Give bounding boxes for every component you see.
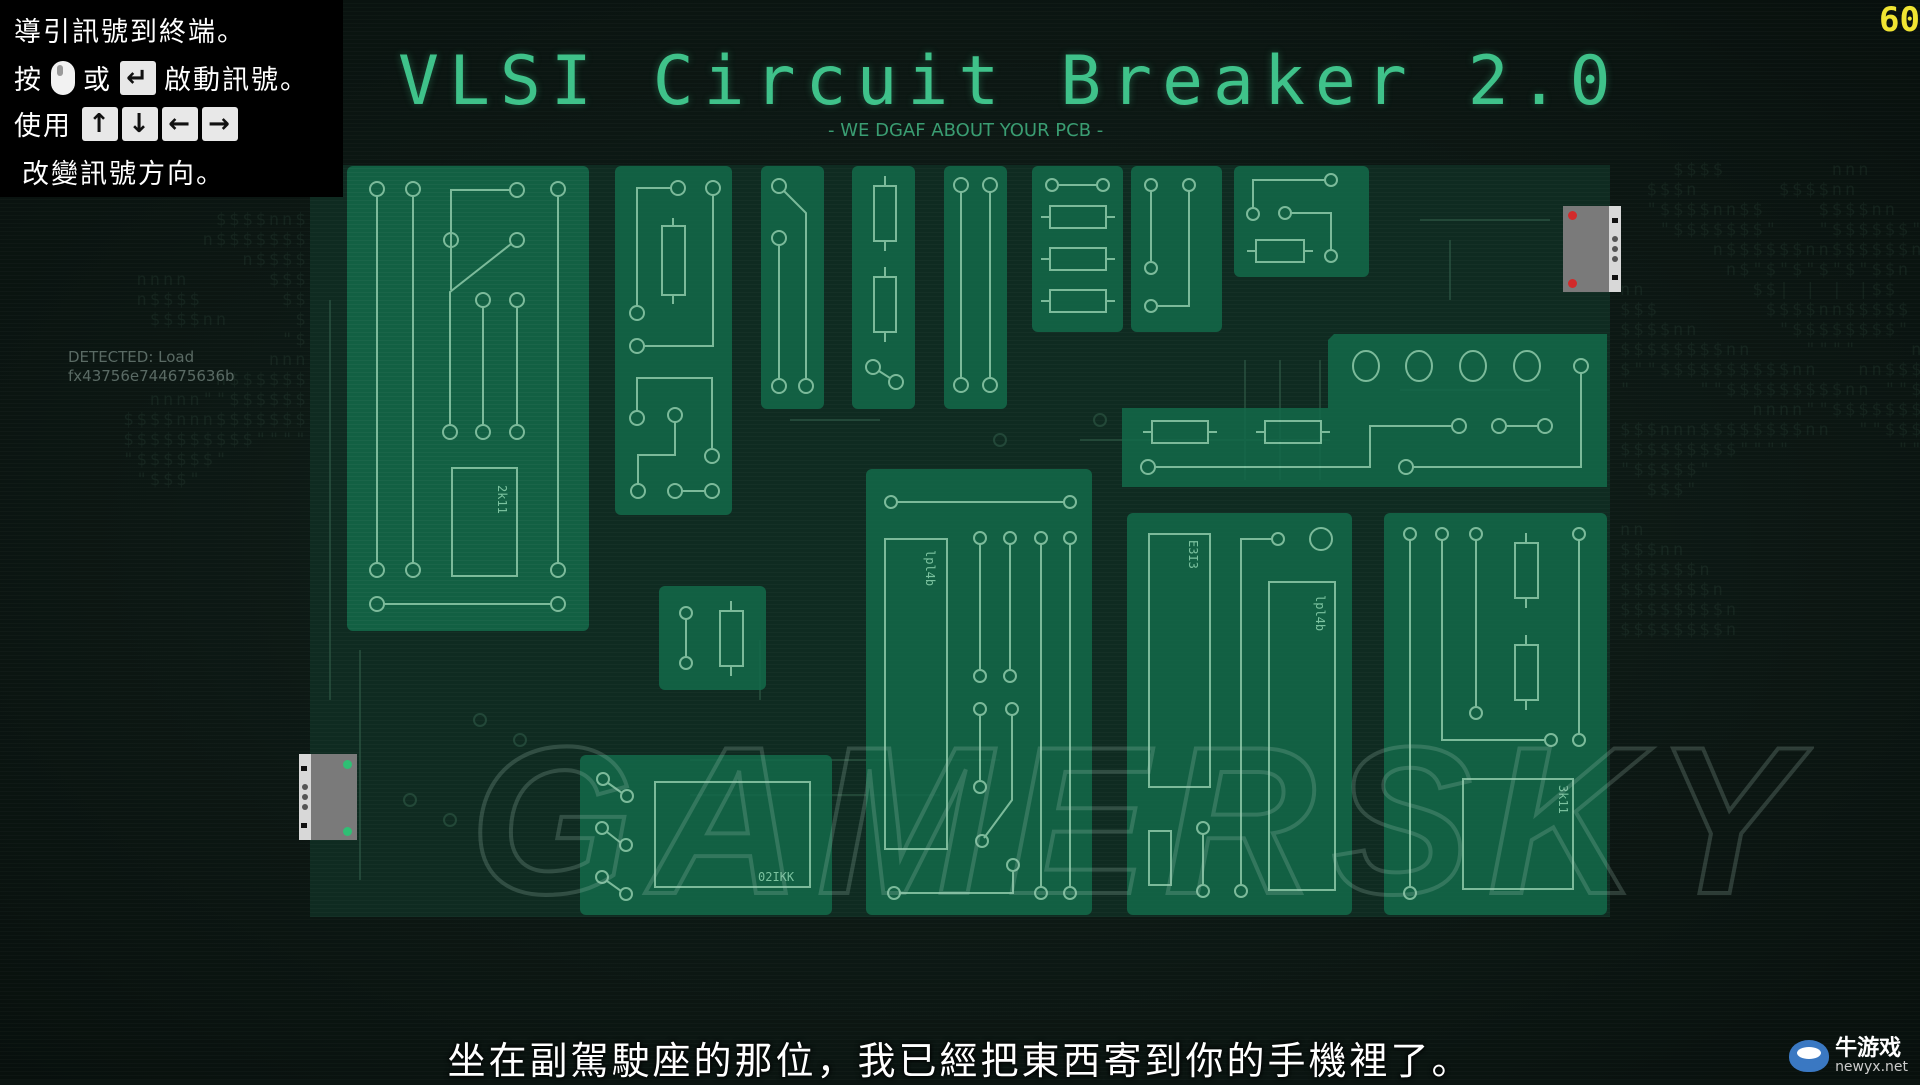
pcb-tile-2 <box>615 166 732 515</box>
led-green-icon <box>343 760 352 769</box>
instruction-or-label: 或 <box>83 65 112 96</box>
pcb-tile-7 <box>1131 166 1222 332</box>
chip-label-2: lpl4b <box>923 550 937 586</box>
instruction-line-3: 使用 ↑ ↓ ← → <box>14 104 238 143</box>
instructions-panel: 導引訊號到終端。 按 或 ↵ 啟動訊號。 使用 ↑ ↓ ← → 改變訊號方向。 <box>0 0 343 197</box>
chip-label-1: 2k11 <box>495 485 509 514</box>
pcb-tile-8 <box>1234 166 1369 277</box>
mouse-icon <box>51 60 75 95</box>
led-red-icon <box>1568 211 1577 220</box>
dialogue-subtitle: 坐在副駕駛座的那位，我已經把東西寄到你的手機裡了。 <box>447 1039 1473 1083</box>
signal-end-connector <box>1563 206 1621 292</box>
watermark-text: GAMERSKY <box>468 701 1812 940</box>
cow-logo-icon <box>1789 1040 1830 1072</box>
pcb-tile-11 <box>580 755 832 915</box>
pcb-tile-1 <box>347 166 589 631</box>
detected-line-2: fx43756e744675636b <box>68 367 235 385</box>
pcb-tile-12 <box>866 469 1092 915</box>
game-title: VLSI Circuit Breaker 2.0 <box>398 42 1621 121</box>
arrow-down-key-icon: ↓ <box>122 106 158 141</box>
chip-label-4: lpl4b <box>1313 595 1327 631</box>
chip-label-6: 3k11 <box>1556 785 1570 814</box>
instruction-line-4: 改變訊號方向。 <box>22 152 225 191</box>
led-green-icon <box>343 827 352 836</box>
pcb-tile-3 <box>761 166 824 409</box>
instruction-text-4: 改變訊號方向。 <box>22 159 225 190</box>
pcb-tile-13 <box>1127 513 1352 915</box>
led-red-icon <box>1568 279 1577 288</box>
enter-key-icon: ↵ <box>120 60 156 95</box>
instruction-use-label: 使用 <box>14 111 72 142</box>
site-logo-en: newyx.net <box>1835 1059 1908 1075</box>
pcb-tile-10 <box>659 586 766 690</box>
pcb-tile-14 <box>1384 513 1607 915</box>
pcb-tile-5 <box>944 166 1007 409</box>
instruction-press-label: 按 <box>14 65 43 96</box>
instruction-line-1: 導引訊號到終端。 <box>14 10 246 49</box>
game-tagline: - WE DGAF ABOUT YOUR PCB - <box>828 120 1104 141</box>
instruction-text-1: 導引訊號到終端。 <box>14 17 246 48</box>
instruction-activate-label: 啟動訊號。 <box>164 65 309 96</box>
pcb-tile-4 <box>852 166 915 409</box>
chip-label-3: E3I3 <box>1186 540 1200 569</box>
fps-counter: 60 <box>1879 0 1920 40</box>
detected-line-1: DETECTED: Load <box>68 348 195 366</box>
detected-status: DETECTED: Load fx43756e744675636b <box>68 348 235 386</box>
site-logo: 牛游戏 newyx.net <box>1789 1038 1908 1074</box>
pcb-tile-9 <box>1122 334 1607 487</box>
site-logo-cn: 牛游戏 <box>1835 1036 1902 1061</box>
instruction-line-2: 按 或 ↵ 啟動訊號。 <box>14 58 309 97</box>
arrow-right-key-icon: → <box>202 106 238 141</box>
arrow-left-key-icon: ← <box>162 106 198 141</box>
ascii-background-art-right: $$$$ nnn $$$n $$$$nn "$$$$nn$$ $$$$nn "$… <box>1620 160 1920 640</box>
arrow-up-key-icon: ↑ <box>82 106 118 141</box>
chip-label-5: 02IKK <box>758 870 795 884</box>
pcb-tile-6 <box>1032 166 1123 332</box>
signal-start-connector[interactable] <box>299 754 357 840</box>
